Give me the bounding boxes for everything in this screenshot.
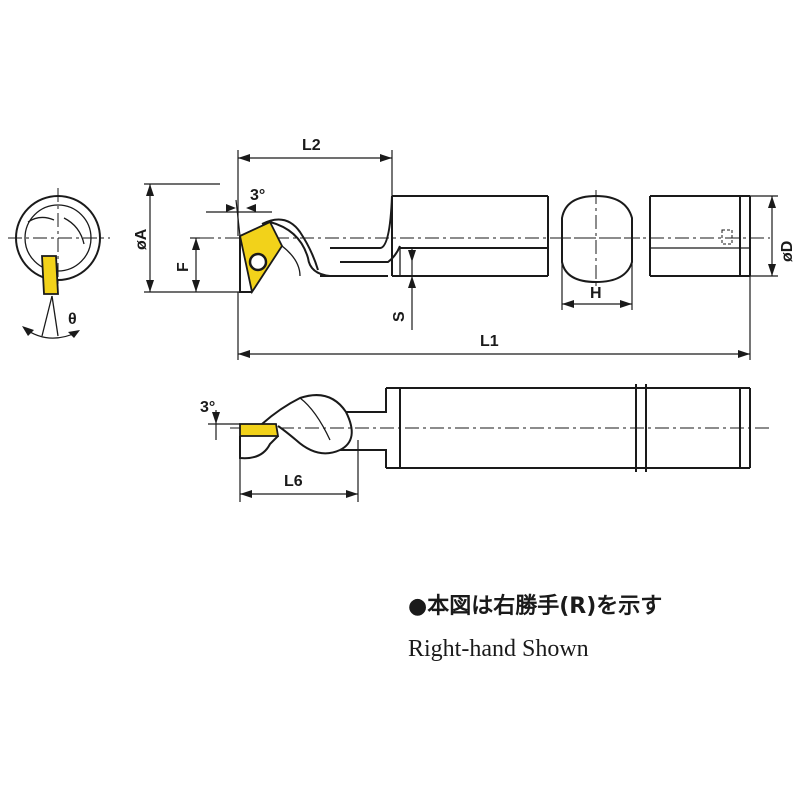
dimension-s: S [391, 248, 416, 330]
dimension-h: H [561, 262, 633, 310]
l1-label: L1 [480, 333, 499, 350]
insert-screw [248, 252, 268, 272]
theta-label: θ [68, 311, 77, 328]
top-view [200, 190, 770, 295]
dimension-l1: L1 [237, 276, 751, 360]
dimension-l6: L6 [239, 440, 359, 502]
s-label: S [391, 311, 408, 322]
side-view [230, 384, 770, 472]
l6-label: L6 [284, 473, 303, 490]
dimension-angle-side: 3° [200, 399, 240, 440]
note-english: Right-hand Shown [408, 636, 589, 662]
angle-side-label: 3° [200, 399, 215, 416]
dimension-phi-a: øA [133, 183, 252, 293]
phi-d-label: øD [779, 241, 796, 262]
angle-top-label: 3° [250, 187, 265, 204]
dimension-phi-d: øD [750, 195, 796, 277]
dimension-angle-top: 3° [206, 187, 272, 237]
end-view-insert [41, 255, 59, 295]
dimension-l2: L2 [237, 137, 393, 236]
end-view: θ [8, 188, 110, 339]
shank-section [561, 194, 633, 284]
phi-a-label: øA [133, 228, 150, 250]
note-japanese: ●本図は右勝手(R)を示す [408, 594, 663, 619]
side-view-insert [239, 423, 280, 437]
l2-label: L2 [302, 137, 321, 154]
f-label: F [175, 262, 192, 272]
dimension-f: F [175, 237, 200, 292]
h-label: H [590, 285, 602, 302]
